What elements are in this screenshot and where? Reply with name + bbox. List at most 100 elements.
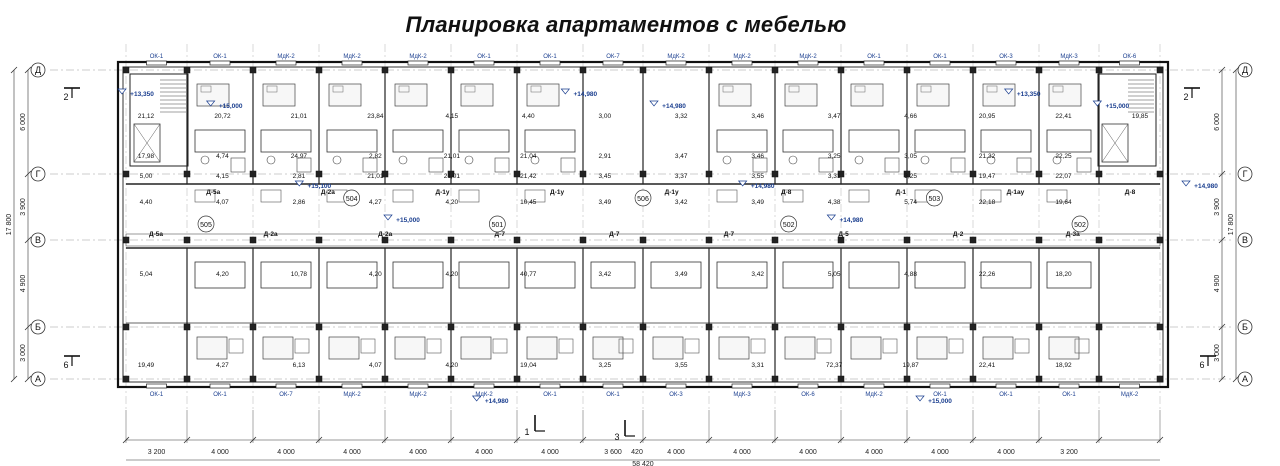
pillow	[530, 85, 542, 93]
elevation-marker	[1181, 180, 1191, 187]
room-number-label: 502	[1074, 222, 1086, 229]
sink	[332, 155, 342, 165]
kitchen-counter	[716, 189, 738, 203]
room-number-bubble	[1071, 215, 1089, 233]
pillow	[920, 85, 932, 93]
structural-column	[1156, 375, 1164, 383]
room-area-label: 23,84	[367, 113, 384, 120]
window-tag-north: ОК-3	[999, 54, 1013, 60]
axis-bubble-right	[1237, 371, 1253, 387]
room-area-label: 2,91	[598, 153, 611, 160]
window-north	[209, 60, 231, 66]
dimension-tick	[1218, 66, 1226, 74]
elevation-label: +15,100	[307, 183, 331, 190]
window-south	[275, 383, 297, 389]
room-area-label: 3,42	[675, 199, 688, 206]
dimension-tick	[771, 436, 779, 444]
room-area-label: 22,41	[979, 362, 996, 369]
kitchen-counter	[260, 189, 282, 203]
door-tag: Д-1у	[665, 189, 679, 196]
shower-tray	[884, 157, 900, 173]
bed	[526, 336, 558, 360]
bottom-dimension-label: 4 000	[997, 449, 1015, 456]
bottom-dimension-label: 4 000	[541, 449, 559, 456]
window-south	[929, 383, 951, 389]
elevation-label: +15,000	[928, 398, 952, 405]
dimension-tick	[24, 236, 32, 244]
structural-column	[513, 236, 521, 244]
bed	[394, 83, 428, 107]
room-area-label: 3,00	[598, 113, 611, 120]
bathroom-block	[848, 261, 900, 289]
window-tag-south: МдК-2	[865, 392, 883, 398]
dimension-tick	[1156, 436, 1164, 444]
room-number-bubble	[488, 215, 506, 233]
window-north	[863, 60, 885, 66]
bathroom-block	[392, 129, 444, 153]
door-tag: Д-7	[609, 231, 620, 238]
row-dimension-label: 6 000	[20, 113, 27, 131]
window-tag-south: МдК-2	[1121, 392, 1139, 398]
room-area-label: 5,74	[904, 199, 917, 206]
axis-row-label: В	[1242, 235, 1248, 245]
axis-bubble-right	[1237, 232, 1253, 248]
door-tag: Д-5а	[149, 231, 163, 238]
bathroom-block	[980, 261, 1032, 289]
window-tag-north: ОК-1	[150, 54, 164, 60]
window-north	[731, 60, 753, 66]
structural-column	[122, 170, 130, 178]
elevator-cross	[1101, 123, 1129, 163]
bathroom-block	[458, 129, 510, 153]
table	[228, 338, 244, 354]
structural-column	[381, 236, 389, 244]
dimension-tick	[183, 436, 191, 444]
elevation-label: +13,350	[130, 91, 154, 98]
bed	[982, 336, 1014, 360]
overall-vertical-dimension: 17 800	[1228, 214, 1235, 236]
door-tag: Д-1у	[550, 189, 564, 196]
window-south	[665, 383, 687, 389]
bed	[916, 336, 948, 360]
room-area-label: 4,27	[216, 362, 229, 369]
structural-column	[639, 236, 647, 244]
window-north	[602, 60, 624, 66]
window-tag-north: МдК-2	[667, 54, 685, 60]
room-area-label: 3,46	[751, 153, 764, 160]
dimension-tick	[381, 436, 389, 444]
window-north	[1058, 60, 1080, 66]
axis-row-label: Б	[1242, 322, 1248, 332]
window-north	[407, 60, 429, 66]
window-tag-north: ОК-1	[213, 54, 227, 60]
dimension-tick	[122, 436, 130, 444]
dimension-tick	[579, 436, 587, 444]
elevation-marker	[205, 100, 216, 107]
room-area-label: 4,07	[369, 362, 382, 369]
bed	[592, 336, 624, 360]
shower-tray	[950, 157, 966, 173]
room-area-label: 3,42	[751, 271, 764, 278]
window-north	[929, 60, 951, 66]
window-tag-north: ОК-1	[867, 54, 881, 60]
window-tag-south: ОК-7	[279, 392, 293, 398]
elevation-label: +15,000	[396, 217, 420, 224]
kitchen-counter	[980, 189, 1002, 203]
elevation-label: +14,980	[662, 103, 686, 110]
room-area-label: 4,07	[216, 199, 229, 206]
window-north	[665, 60, 687, 66]
structural-column	[122, 66, 130, 74]
door-tag: Д-2	[953, 231, 964, 238]
room-area-label: 22,26	[979, 271, 996, 278]
room-area-label: 19,47	[979, 173, 996, 180]
dimension-tick	[1035, 436, 1043, 444]
elevation-marker	[649, 100, 659, 107]
window-tag-south: МдК-2	[343, 392, 361, 398]
room-number-label: 505	[200, 222, 212, 229]
window-south	[731, 383, 753, 389]
axis-row-label: Г	[1243, 169, 1248, 179]
table	[360, 338, 376, 354]
window-north	[1119, 60, 1140, 66]
room-area-label: 21,01	[444, 173, 461, 180]
room-area-label: 6,13	[293, 362, 306, 369]
room-area-label: 3,47	[675, 153, 688, 160]
